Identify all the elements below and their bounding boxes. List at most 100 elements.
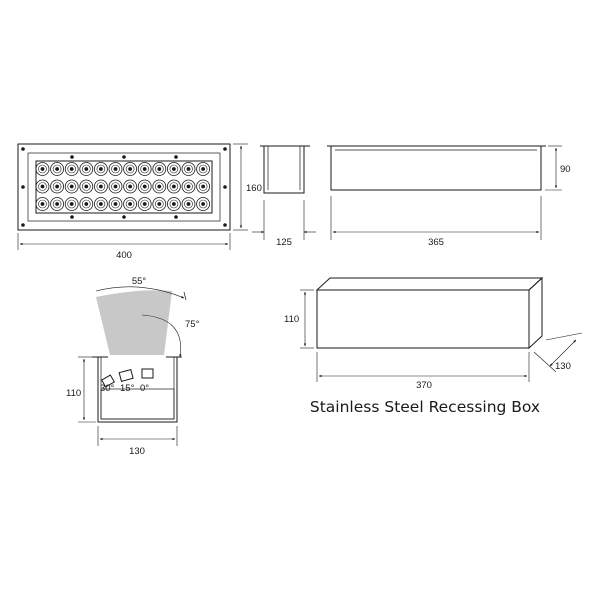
arc-55: [95, 286, 185, 299]
led-chip: [55, 167, 60, 171]
top-height-label: 90: [560, 164, 571, 175]
led-module-0: [141, 368, 154, 379]
top-view: 90 365: [327, 145, 571, 248]
led-chip: [201, 184, 206, 189]
drawing-caption: Stainless Steel Recessing Box: [310, 398, 540, 416]
led-lens-ring: [125, 199, 135, 209]
led-chip: [113, 202, 118, 206]
led-lens-ring: [184, 199, 193, 209]
led-lens: [79, 179, 94, 194]
led-chip: [201, 167, 206, 171]
led-lens: [35, 179, 50, 194]
led-chip: [55, 202, 60, 206]
led-lens-ring: [140, 182, 149, 191]
led-lens: [166, 162, 181, 176]
led-lens: [94, 179, 108, 194]
led-module-15: [118, 368, 134, 382]
led-chip: [142, 184, 147, 189]
led-lens: [108, 179, 123, 194]
led-lens-ring: [111, 164, 120, 174]
led-lens-ring: [169, 199, 179, 209]
screw-hole: [223, 223, 227, 227]
led-lens-ring: [111, 199, 120, 209]
dim-130b-line: [549, 339, 577, 367]
led-lens: [196, 197, 211, 211]
recessing-box-3d: 110 370 130: [284, 276, 583, 391]
led-chip: [99, 184, 103, 189]
led-lens: [50, 179, 64, 194]
box-height-label: 110: [284, 314, 299, 325]
led-lens-ring: [155, 199, 164, 209]
screw-hole: [70, 155, 74, 159]
led-lens-ring: [198, 182, 208, 191]
led-chip: [40, 167, 45, 171]
screw-hole: [70, 215, 74, 219]
led-chip: [55, 184, 60, 189]
led-chip: [40, 202, 45, 206]
led-lens-ring: [96, 199, 106, 209]
led-lens-ring: [96, 182, 106, 191]
led-chip: [171, 167, 176, 171]
led-chip: [186, 184, 191, 189]
led-chip: [142, 167, 147, 171]
led-lens-ring: [82, 182, 91, 191]
led-lens: [79, 197, 94, 211]
led-chip: [113, 184, 118, 189]
tilt-15-label: 15°: [120, 383, 135, 394]
led-lens-ring: [140, 164, 149, 174]
section-height-label: 110: [66, 388, 81, 399]
led-lens: [50, 197, 64, 211]
front-height-label: 160: [246, 183, 262, 194]
arc-75: [141, 314, 182, 358]
tilt-0-label: 0°: [140, 383, 149, 394]
side-view: 125: [252, 145, 316, 248]
led-lens: [181, 179, 196, 194]
led-chip: [113, 167, 118, 171]
led-lens-ring: [198, 199, 208, 209]
led-lens: [94, 162, 108, 176]
led-lens-ring: [198, 164, 208, 174]
front-plate-inner: [27, 152, 221, 222]
led-chip: [128, 202, 133, 206]
led-lens-ring: [38, 164, 47, 174]
led-lens: [152, 162, 167, 176]
section-width-label: 130: [129, 446, 145, 457]
screw-hole: [223, 147, 227, 151]
led-chip: [84, 202, 89, 206]
led-lens-ring: [67, 199, 76, 209]
led-lens-ring: [96, 164, 106, 174]
led-lens: [137, 179, 152, 194]
led-lens: [152, 179, 167, 194]
led-chip: [84, 167, 89, 171]
led-lens: [35, 197, 50, 211]
arc-55-tick: [183, 291, 187, 301]
led-chip: [157, 167, 162, 171]
screw-hole: [223, 185, 227, 189]
led-lens-ring: [52, 164, 62, 174]
led-lens: [35, 162, 50, 176]
led-chip: [171, 202, 176, 206]
led-chip: [142, 202, 147, 206]
led-lens: [181, 162, 196, 176]
led-lens-ring: [184, 164, 193, 174]
beam-section-view: 55° 75° 30° 15° 0° 110 130: [66, 276, 200, 457]
led-lens-ring: [67, 164, 76, 174]
box-front-face: [316, 289, 530, 349]
led-lens: [181, 197, 196, 211]
led-lens: [137, 197, 152, 211]
led-chip: [157, 202, 162, 206]
led-lens: [166, 179, 181, 194]
led-lens: [64, 197, 79, 211]
led-lens: [123, 162, 138, 176]
dim-130b-ext-top: [545, 332, 583, 341]
led-lens-ring: [38, 199, 47, 209]
box-depth-label: 130: [555, 361, 571, 372]
beam-cone: [96, 290, 172, 355]
front-view: 400 160: [17, 143, 262, 261]
led-lens-ring: [125, 164, 135, 174]
led-lens-ring: [67, 182, 76, 191]
front-plate-outline: [17, 143, 231, 231]
led-chip: [186, 202, 191, 206]
screw-hole: [122, 155, 126, 159]
